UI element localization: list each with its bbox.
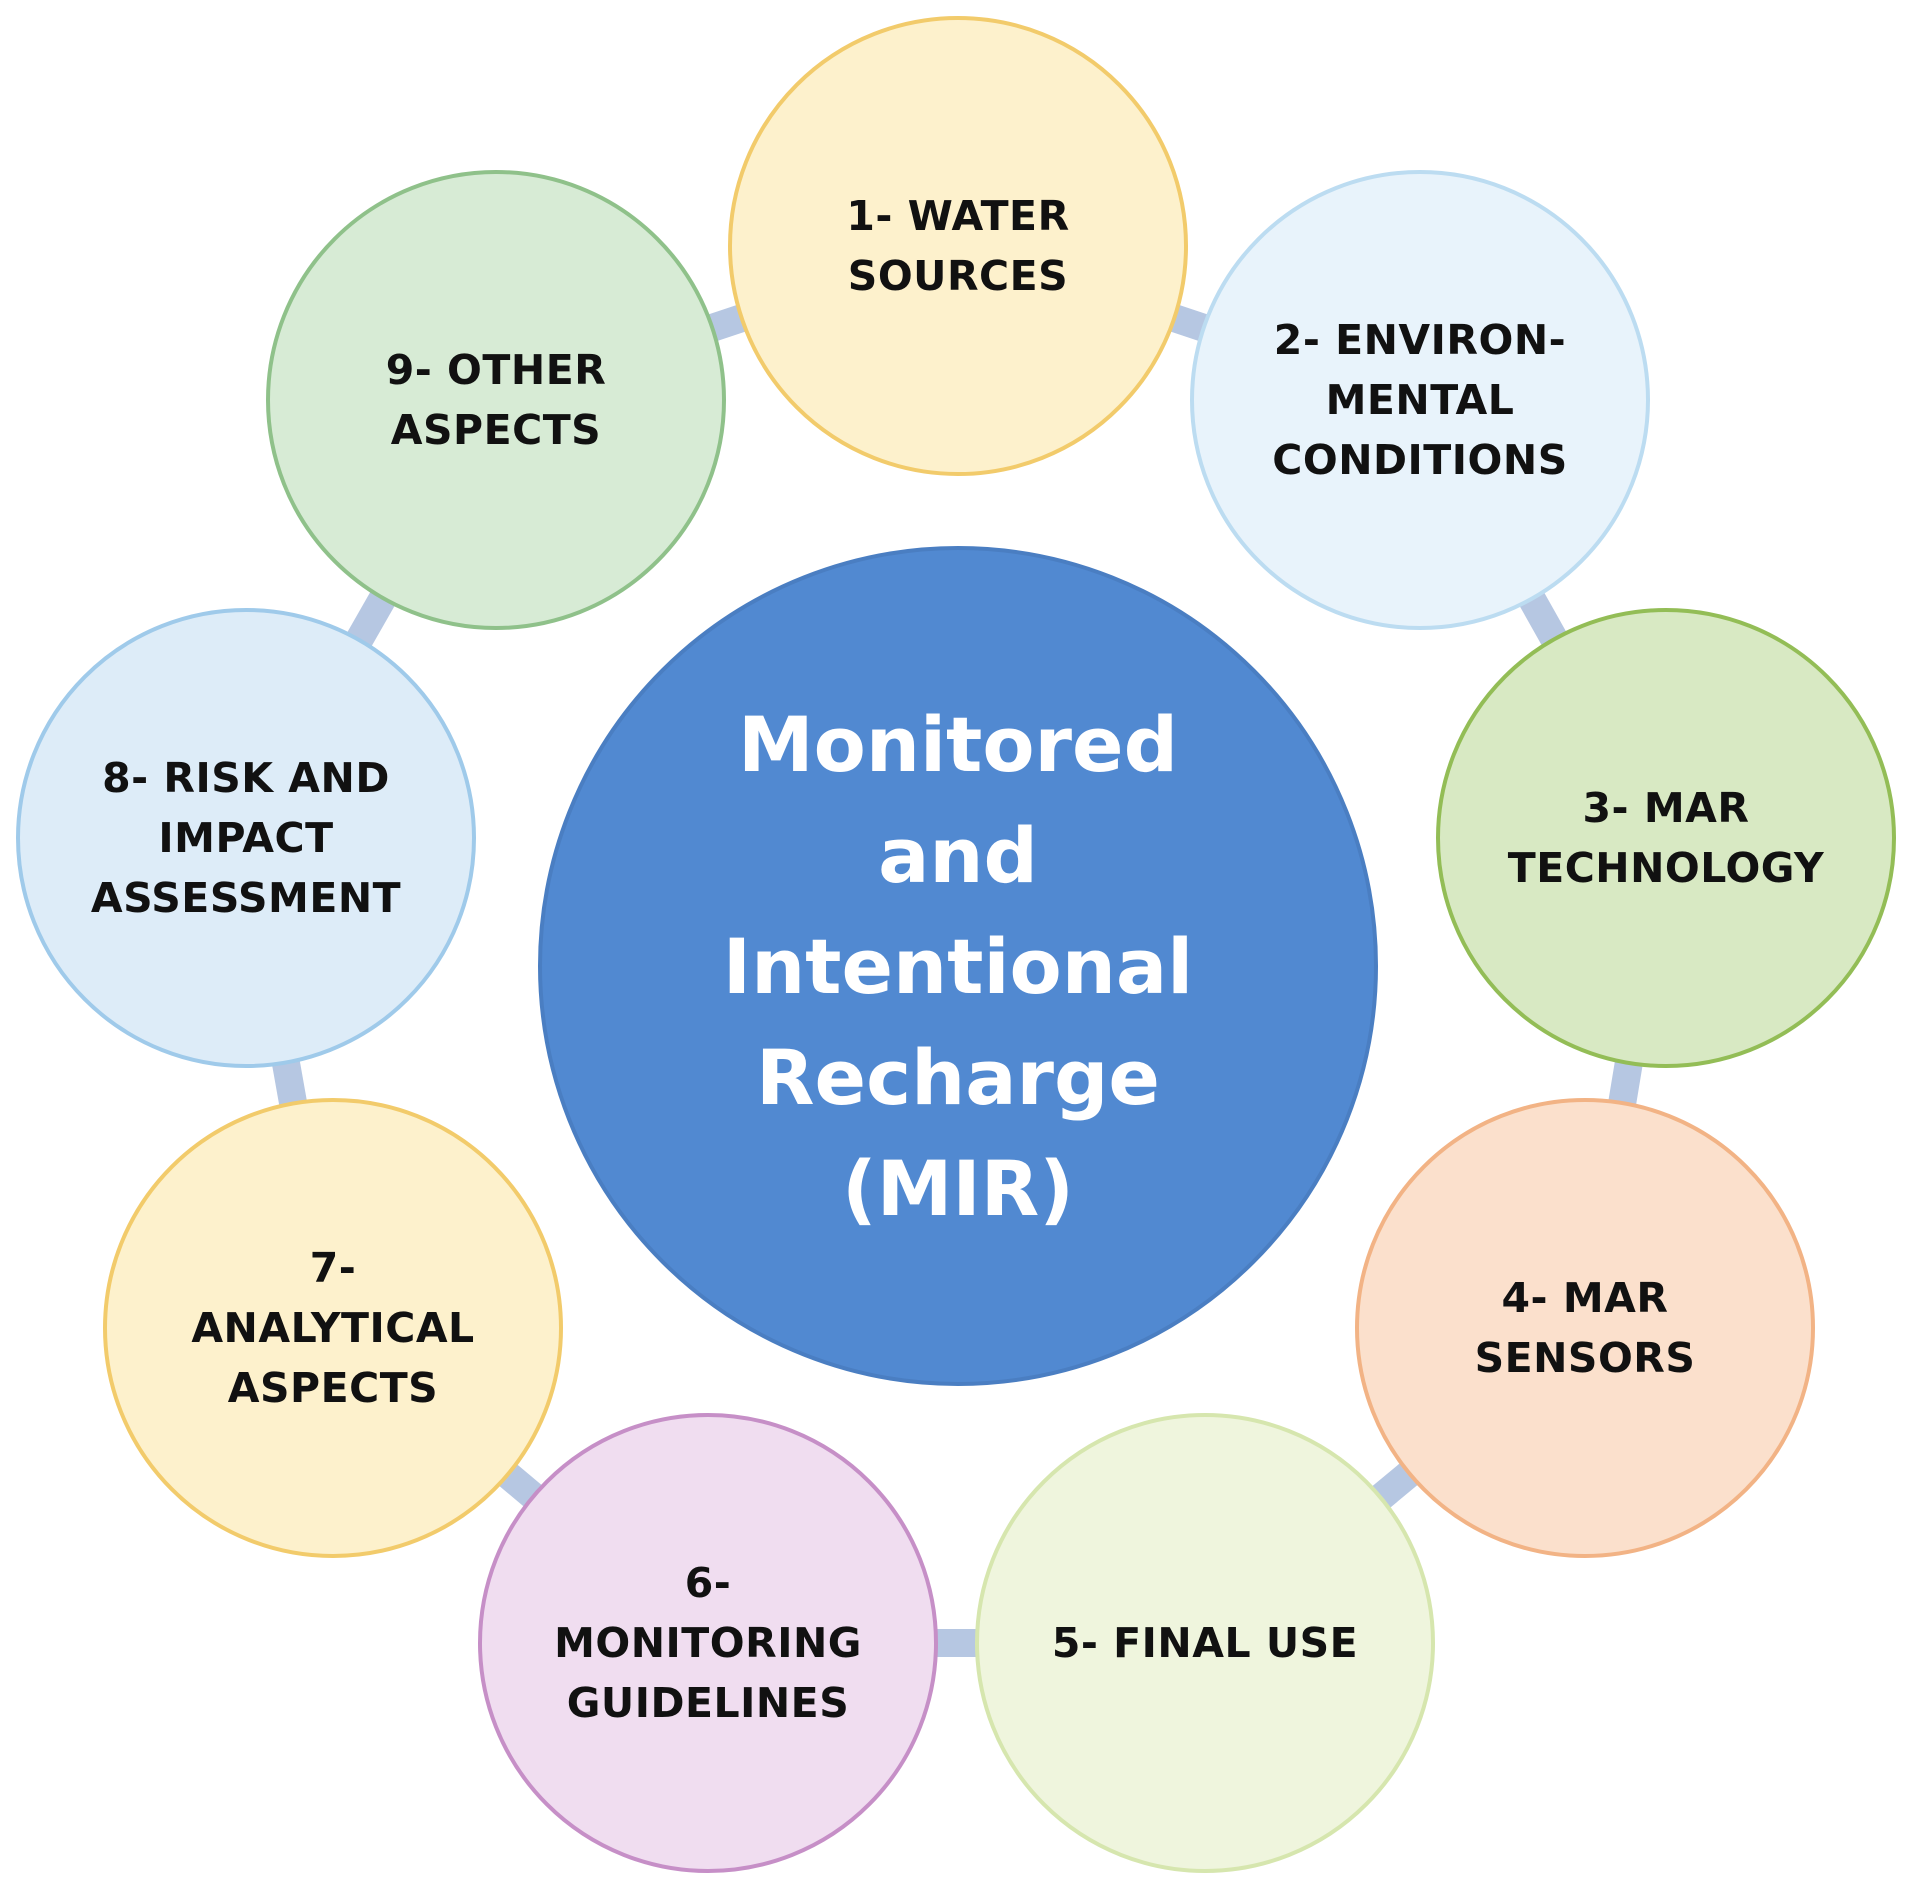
center-title-line: (MIR)	[842, 1143, 1074, 1233]
node-risk-and-impact-assessment: 8- RISK AND IMPACT ASSESSMENT	[16, 608, 476, 1068]
node-mar-sensors: 4- MAR SENSORS	[1355, 1098, 1815, 1558]
node-label: 8- RISK AND IMPACT ASSESSMENT	[91, 748, 401, 928]
node-label-line: 1- WATER	[846, 192, 1070, 240]
node-label-line: 3- MAR	[1582, 784, 1750, 832]
node-label: 3- MAR TECHNOLOGY	[1508, 778, 1825, 898]
node-label-line: ASSESSMENT	[90, 874, 402, 922]
node-label-line: ASPECTS	[227, 1364, 439, 1412]
node-label: 2- ENVIRON- MENTAL CONDITIONS	[1272, 310, 1567, 490]
node-final-use: 5- FINAL USE	[975, 1413, 1435, 1873]
node-label: 1- WATER SOURCES	[846, 186, 1069, 306]
node-label-line: ANALYTICAL	[191, 1304, 475, 1352]
node-environmental-conditions: 2- ENVIRON- MENTAL CONDITIONS	[1190, 170, 1650, 630]
node-label-line: MONITORING	[554, 1619, 862, 1667]
node-label-line: 8- RISK AND	[102, 754, 390, 802]
node-label-line: 5- FINAL USE	[1051, 1619, 1359, 1667]
node-label-line: GUIDELINES	[566, 1679, 850, 1727]
node-label-line: 2- ENVIRON-	[1273, 316, 1567, 364]
node-label: 5- FINAL USE	[1052, 1613, 1358, 1673]
center-title: Monitored and Intentional Recharge (MIR)	[723, 689, 1193, 1244]
center-circle: Monitored and Intentional Recharge (MIR)	[538, 546, 1378, 1386]
node-label-line: MENTAL	[1325, 376, 1515, 424]
node-label-line: SENSORS	[1474, 1334, 1696, 1382]
node-label-line: 4- MAR	[1501, 1274, 1669, 1322]
node-water-sources: 1- WATER SOURCES	[728, 16, 1188, 476]
node-label-line: 7-	[309, 1244, 357, 1292]
node-label-line: SOURCES	[847, 252, 1069, 300]
node-label-line: TECHNOLOGY	[1507, 844, 1825, 892]
node-label-line: IMPACT	[158, 814, 334, 862]
center-title-line: and	[878, 810, 1038, 900]
node-other-aspects: 9- OTHER ASPECTS	[266, 170, 726, 630]
node-label-line: CONDITIONS	[1272, 436, 1568, 484]
node-monitoring-guidelines: 6- MONITORING GUIDELINES	[478, 1413, 938, 1873]
node-label: 4- MAR SENSORS	[1475, 1268, 1696, 1388]
node-mar-technology: 3- MAR TECHNOLOGY	[1436, 608, 1896, 1068]
node-label: 7- ANALYTICAL ASPECTS	[191, 1238, 474, 1418]
node-label-line: ASPECTS	[390, 406, 602, 454]
center-title-line: Monitored	[738, 699, 1178, 789]
node-label: 9- OTHER ASPECTS	[386, 340, 607, 460]
node-label: 6- MONITORING GUIDELINES	[554, 1553, 862, 1733]
center-title-line: Recharge	[756, 1032, 1160, 1122]
center-title-line: Intentional	[722, 921, 1194, 1011]
node-label-line: 6-	[684, 1559, 732, 1607]
node-analytical-aspects: 7- ANALYTICAL ASPECTS	[103, 1098, 563, 1558]
node-label-line: 9- OTHER	[385, 346, 607, 394]
